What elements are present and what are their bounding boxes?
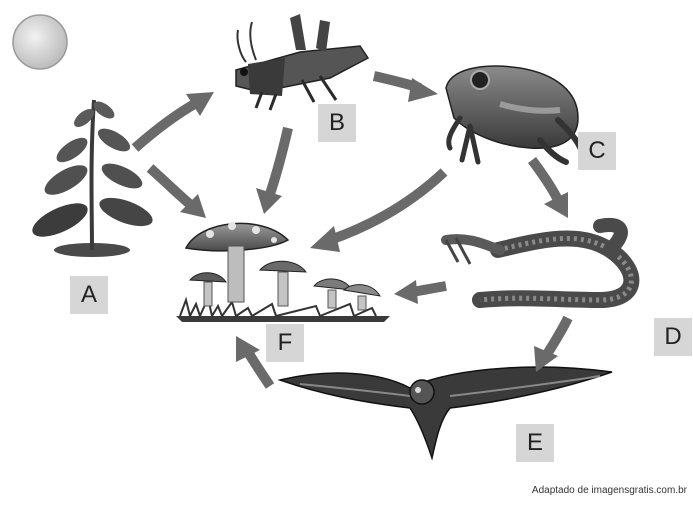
frog-icon bbox=[446, 66, 582, 162]
label-a: A bbox=[70, 276, 108, 314]
label-c: C bbox=[578, 132, 616, 170]
image-credit: Adaptado de imagensgratis.com.br bbox=[532, 485, 687, 496]
snake-icon bbox=[446, 225, 631, 300]
plant-icon bbox=[28, 98, 156, 257]
arrow-d-to-f bbox=[394, 280, 446, 304]
arrow-b-to-c bbox=[374, 76, 438, 102]
label-d: D bbox=[654, 318, 692, 356]
arrow-e-to-f bbox=[236, 336, 270, 386]
label-f: F bbox=[266, 324, 304, 362]
grasshopper-icon bbox=[236, 14, 368, 110]
owl-icon bbox=[280, 367, 612, 458]
arrow-c-to-f bbox=[310, 172, 444, 252]
mushroom-icon bbox=[176, 222, 390, 322]
arrow-d-to-e bbox=[534, 318, 568, 372]
label-e: E bbox=[516, 424, 554, 462]
arrow-a-to-f bbox=[150, 168, 206, 218]
sun-icon bbox=[13, 15, 67, 69]
arrow-a-to-b bbox=[135, 92, 214, 148]
label-b: B bbox=[318, 104, 356, 142]
arrow-c-to-d bbox=[532, 160, 568, 218]
arrow-b-to-f bbox=[256, 128, 288, 214]
